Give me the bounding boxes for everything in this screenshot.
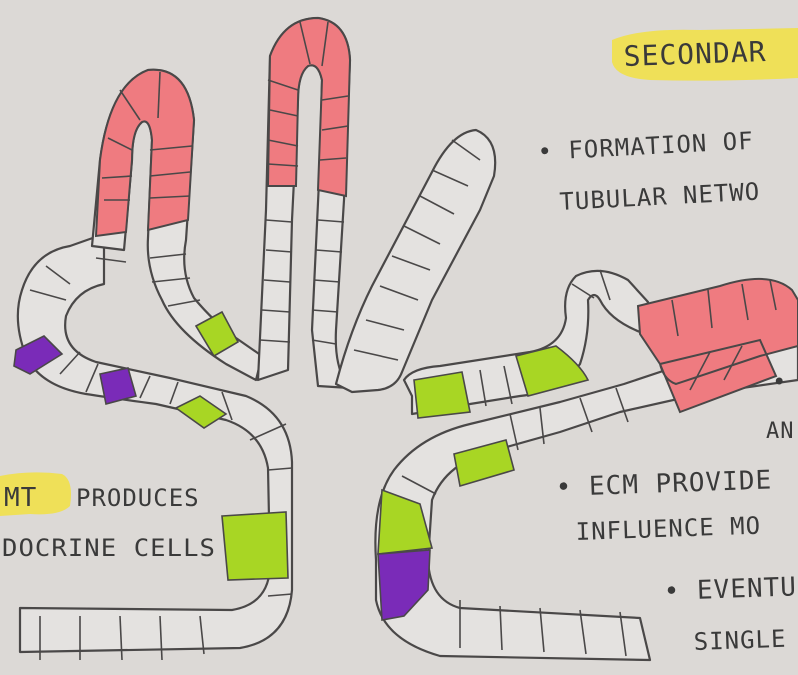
mt-text: MT: [4, 483, 37, 513]
formation-line-1: • FORMATION OF: [537, 127, 754, 166]
ecm-line-2: INFLUENCE MO: [575, 512, 761, 546]
right-finger: [336, 130, 495, 392]
right-green-seg-1: [414, 372, 470, 418]
formation-line-2: TUBULAR NETWO: [559, 178, 761, 216]
endocrine-text: DOCRINE CELLS: [2, 534, 216, 562]
produces-text: PRODUCES: [76, 484, 200, 512]
ecm-line-1: • ECM PROVIDE: [555, 465, 772, 503]
eventu-line-2: SINGLE: [693, 625, 787, 656]
eventu-line-1: • EVENTU: [663, 572, 797, 607]
heading-text: SECONDAR: [623, 35, 767, 73]
left-base-tube: [18, 234, 292, 652]
left-green-seg-3: [222, 512, 288, 580]
bullet-partial: •: [772, 368, 787, 396]
an-partial: AN: [766, 419, 795, 444]
